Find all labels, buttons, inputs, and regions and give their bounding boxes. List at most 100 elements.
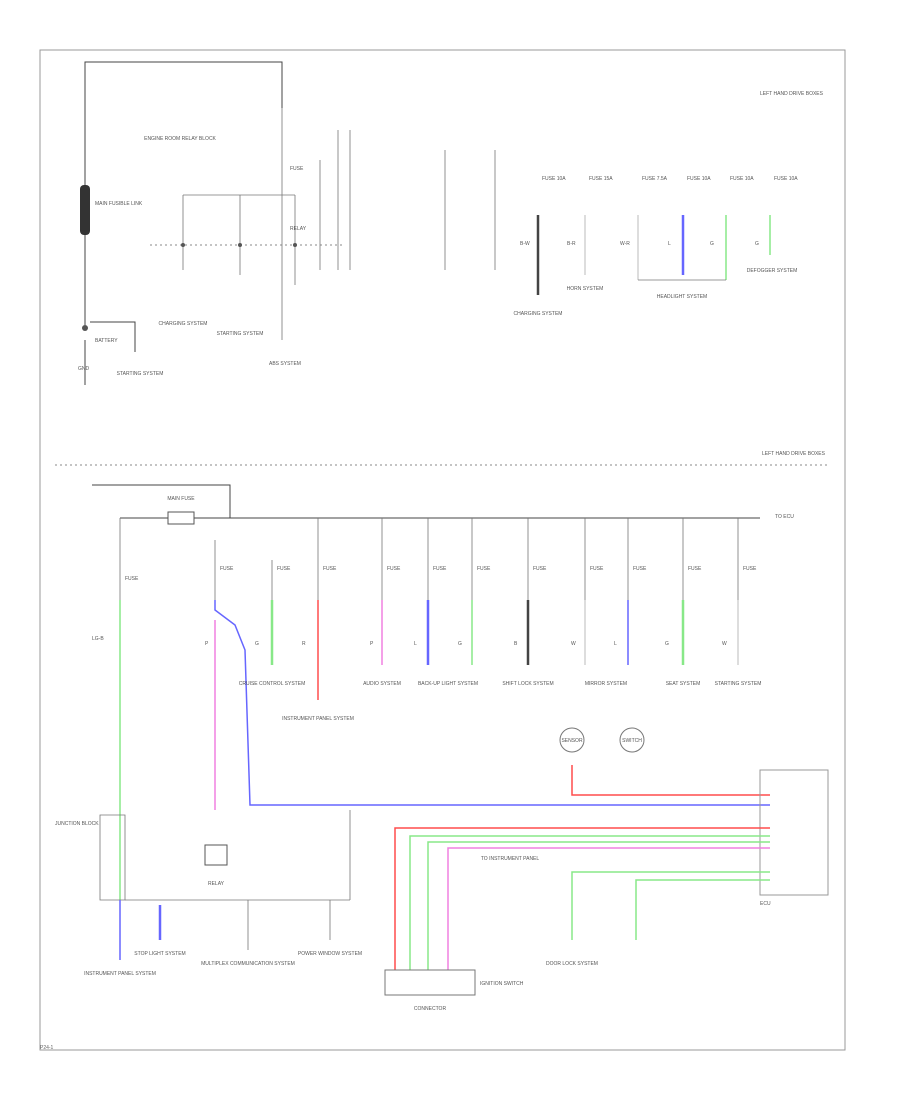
sensor-icon-2 [619, 727, 645, 753]
left-output-1: CHARGING SYSTEM [159, 321, 208, 327]
relay-node-1 [181, 243, 185, 247]
bottom-fuse-8-label: FUSE [533, 566, 547, 572]
battery-terminal-icon [82, 325, 88, 331]
relay-node-3 [293, 243, 297, 247]
bottom-wire-10-label: L [614, 641, 617, 647]
relay-icon [204, 844, 228, 866]
bottom-wire-b2-blue [214, 600, 770, 806]
bottom-fuse-7-label: FUSE [477, 566, 491, 572]
bottom-feed-wire [92, 484, 231, 518]
bottom-fuse-1-label: FUSE [125, 576, 139, 582]
top-wire-5-label: G [710, 241, 714, 247]
sensor-icon-1 [559, 727, 585, 753]
battery-label: BATTERY [95, 338, 118, 344]
top-fuse-4-label: FUSE 10A [687, 176, 711, 182]
fusible-link-icon [80, 185, 90, 235]
relay-node-2 [238, 243, 242, 247]
fuse-top-label: FUSE [290, 166, 304, 172]
bottom-fuse-6-label: FUSE [433, 566, 447, 572]
bottom-wire-2-label: P [205, 641, 209, 647]
bottom-wire-3-label: G [255, 641, 259, 647]
ecu-box [759, 769, 829, 896]
top-right-output-2: HORN SYSTEM [567, 286, 604, 292]
top-fuse-6-label: FUSE 10A [774, 176, 798, 182]
starter-wire [90, 321, 136, 352]
ignition-switch-box [384, 969, 476, 996]
bottom-fuse-11-label: FUSE [688, 566, 702, 572]
top-fuse-1-label: FUSE 10A [542, 176, 566, 182]
output-4: BACK-UP LIGHT SYSTEM [418, 681, 478, 687]
bottom-fuse-stubs [119, 518, 739, 600]
top-fuse-2-label: FUSE 15A [589, 176, 613, 182]
top-right-splice-wires [444, 150, 496, 270]
harness-green-4 [635, 879, 770, 940]
harness-pink [447, 847, 770, 970]
top-wire-2-label: B-R [567, 241, 576, 247]
ecu-label: ECU [760, 901, 771, 907]
harness-green-2 [427, 841, 770, 970]
lower-output-3: MULTIPLEX COMMUNICATION SYSTEM [201, 961, 295, 967]
top-right-output-3: HEADLIGHT SYSTEM [657, 294, 707, 300]
sensor-label-1: SENSOR [561, 738, 583, 744]
top-right-output-4: DEFOGGER SYSTEM [747, 268, 798, 274]
junction-box [99, 814, 126, 901]
lower-output-5: TO INSTRUMENT PANEL [481, 856, 540, 862]
relay-label: RELAY [290, 226, 307, 232]
bottom-wire-11-label: G [665, 641, 669, 647]
top-right-output-1: CHARGING SYSTEM [514, 311, 563, 317]
ground-label: GND [78, 366, 90, 372]
connector-wires [319, 130, 351, 270]
main-fuse-icon [167, 511, 195, 525]
bottom-wire-4-label: R [302, 641, 306, 647]
lower-output-1: INSTRUMENT PANEL SYSTEM [84, 971, 156, 977]
page-number: P24-1 [40, 1045, 54, 1051]
output-1: CRUISE CONTROL SYSTEM [239, 681, 306, 687]
ignition-label: IGNITION SWITCH [480, 981, 524, 987]
harness-green-1 [409, 835, 770, 970]
bottom-fuse-2-label: FUSE [220, 566, 234, 572]
harness-red [394, 827, 770, 970]
bottom-wire-8-label: B [514, 641, 518, 647]
bottom-wire-7-label: G [458, 641, 462, 647]
lower-output-2: STOP LIGHT SYSTEM [134, 951, 185, 957]
junction-bus [125, 810, 351, 901]
lower-output-6: DOOR LOCK SYSTEM [546, 961, 598, 967]
output-6: MIRROR SYSTEM [585, 681, 627, 687]
top-wire-3-label: W-R [620, 241, 630, 247]
lower-output-4: POWER WINDOW SYSTEM [298, 951, 362, 957]
bottom-fuse-3-label: FUSE [277, 566, 291, 572]
output-3: AUDIO SYSTEM [363, 681, 401, 687]
top-box-label: LEFT HAND DRIVE BOXES [760, 91, 824, 97]
bottom-fuse-4-label: FUSE [323, 566, 337, 572]
fusible-link-label: MAIN FUSIBLE LINK [95, 201, 143, 207]
bottom-wire-12-label: W [722, 641, 727, 647]
connector-label: CONNECTOR [414, 1006, 447, 1012]
bottom-wire-1-label: LG-B [92, 636, 104, 642]
relay-bus-wire [182, 194, 296, 285]
bottom-box-label: LEFT HAND DRIVE BOXES [762, 451, 826, 457]
relay-bottom-label: RELAY [208, 881, 225, 887]
left-output-3: ABS SYSTEM [269, 361, 301, 367]
top-fuse-5-label: FUSE 10A [730, 176, 754, 182]
bottom-wire-5-label: P [370, 641, 374, 647]
output-5: SHIFT LOCK SYSTEM [502, 681, 553, 687]
bottom-wire-6-label: L [414, 641, 417, 647]
main-fuse-label: MAIN FUSE [167, 496, 195, 502]
bottom-fuse-10-label: FUSE [633, 566, 647, 572]
diagram-frame [39, 49, 846, 1051]
output-8: STARTING SYSTEM [715, 681, 762, 687]
sensor-wire-red [571, 765, 770, 796]
top-wire-6-label: G [755, 241, 759, 247]
sensor-label-2: SWITCH [622, 738, 642, 744]
bottom-fuse-5-label: FUSE [387, 566, 401, 572]
top-wire-1-label: B-W [520, 241, 530, 247]
bottom-fuse-12-label: FUSE [743, 566, 757, 572]
starter-label: STARTING SYSTEM [117, 371, 164, 377]
left-output-2: STARTING SYSTEM [217, 331, 264, 337]
right-end-label: TO ECU [775, 514, 794, 520]
relay-block-label: ENGINE ROOM RELAY BLOCK [144, 136, 216, 142]
junction-label: JUNCTION BLOCK [55, 821, 99, 827]
output-2: INSTRUMENT PANEL SYSTEM [282, 716, 354, 722]
main-feed-wire [84, 61, 283, 325]
